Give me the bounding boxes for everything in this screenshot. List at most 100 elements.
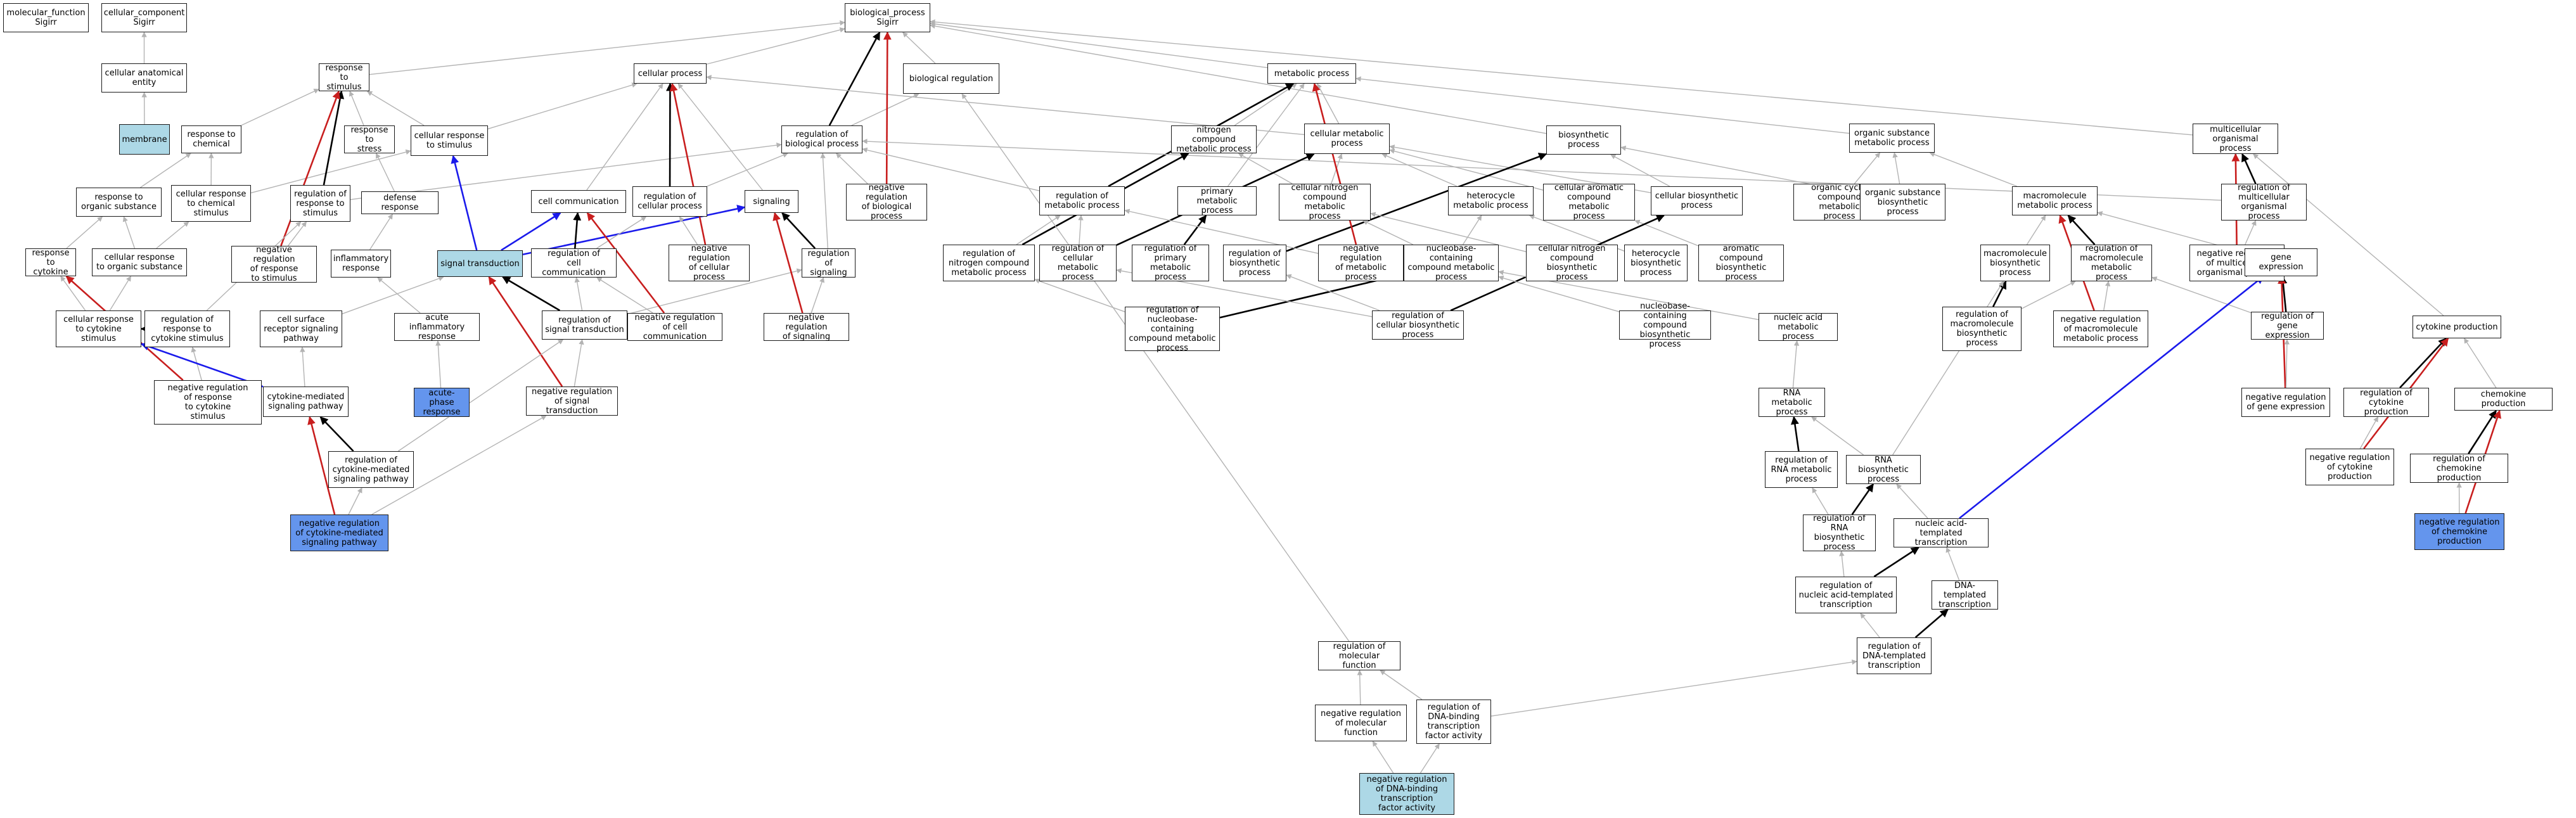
term-node-natt[interactable]: nucleic acid-templated transcription [1894, 518, 1989, 547]
term-node-signaling[interactable]: signaling [745, 190, 798, 213]
term-node-nrcc[interactable]: negative regulation of cell communicatio… [627, 313, 722, 342]
term-node-rmop[interactable]: regulation of multicellular organismal p… [2221, 183, 2307, 221]
term-node-nrsig[interactable]: negative regulation of signaling [764, 313, 849, 342]
term-node-nrmmp[interactable]: negative regulation of macromolecule met… [2053, 310, 2148, 347]
term-node-cncmp[interactable]: cellular nitrogen compound metabolic pro… [1279, 183, 1371, 221]
term-node-macbio[interactable]: macromolecule biosynthetic process [1980, 245, 2050, 281]
term-node-acutephase[interactable]: acute-phase response [414, 388, 470, 417]
term-node-sigtrans[interactable]: signal transduction [437, 250, 523, 277]
term-node-rtc[interactable]: response to chemical [181, 125, 241, 153]
term-node-rrnabio[interactable]: regulation of RNA biosynthetic process [1803, 514, 1876, 552]
term-node-hetmet[interactable]: heterocycle metabolic process [1448, 186, 1534, 215]
term-node-crtos[interactable]: cellular response to organic substance [92, 248, 187, 276]
edge-part-of-cmsp-to-crtcyt [140, 342, 264, 388]
term-node-cmp[interactable]: cellular metabolic process [1304, 124, 1390, 154]
term-node-nrge[interactable]: negative regulation of gene expression [2241, 388, 2330, 417]
term-node-rcytprod[interactable]: regulation of cytokine production [2343, 388, 2429, 417]
term-node-macromet[interactable]: macromolecule metabolic process [2012, 186, 2098, 215]
term-node-nrdbtfa[interactable]: negative regulation of DNA-binding trans… [1359, 773, 1454, 815]
term-node-inflam[interactable]: inflammatory response [331, 250, 391, 278]
term-node-rpmp[interactable]: regulation of primary metabolic process [1132, 244, 1209, 282]
term-node-rrnamet[interactable]: regulation of RNA metabolic process [1765, 451, 1838, 488]
term-node-biosyn[interactable]: biosynthetic process [1546, 125, 1621, 155]
term-node-bioreg[interactable]: biological regulation [903, 63, 999, 94]
term-node-crtcyt[interactable]: cellular response to cytokine stimulus [56, 310, 141, 347]
term-node-chemprod[interactable]: chemokine production [2454, 388, 2553, 411]
term-node-cacmp[interactable]: cellular aromatic compound metabolic pro… [1543, 183, 1635, 221]
term-node-rnamet[interactable]: RNA metabolic process [1759, 388, 1825, 417]
edge-is-a-rnbcmp-to-rncmp [1034, 278, 1125, 312]
term-node-nrmp[interactable]: negative regulation of metabolic process [1318, 244, 1404, 282]
term-node-rnatt[interactable]: regulation of nucleic acid-templated tra… [1795, 577, 1897, 613]
term-node-multi[interactable]: multicellular organismal process [2193, 124, 2278, 154]
term-node-rrs[interactable]: regulation of response to stimulus [290, 185, 350, 222]
term-node-rbp[interactable]: regulation of biological process [781, 125, 862, 153]
term-node-cbp[interactable]: cellular biosynthetic process [1651, 186, 1743, 215]
term-node-nrcmsp[interactable]: negative regulation of cytokine-mediated… [290, 514, 388, 551]
term-node-rmbp[interactable]: regulation of macromolecule biosynthetic… [1942, 307, 2022, 351]
term-node-rcc[interactable]: regulation of cell communication [531, 248, 617, 278]
term-node-osbp[interactable]: organic substance biosynthetic process [1860, 184, 1945, 220]
term-node-rrtcs[interactable]: regulation of response to cytokine stimu… [144, 310, 230, 347]
term-node-cc[interactable]: cellular_component Sigirr [101, 3, 187, 32]
term-node-rdbtfa[interactable]: regulation of DNA-binding transcription … [1416, 700, 1491, 744]
term-node-nrrs[interactable]: negative regulation of response to stimu… [231, 245, 317, 283]
term-node-rtos[interactable]: response to organic substance [76, 188, 162, 217]
term-node-rge[interactable]: regulation of gene expression [2251, 312, 2324, 340]
term-node-nbccbp[interactable]: nucleobase-containing compound biosynthe… [1619, 302, 1711, 349]
term-node-hetbio[interactable]: heterocycle biosynthetic process [1624, 245, 1688, 281]
term-node-cae[interactable]: cellular anatomical entity [101, 63, 187, 93]
term-node-rtstress[interactable]: response to stress [344, 125, 395, 154]
term-node-rnabio[interactable]: RNA biosynthetic process [1846, 455, 1921, 484]
term-node-crs[interactable]: cellular response to stimulus [411, 125, 488, 156]
term-node-rcp[interactable]: regulation of cellular process [632, 186, 707, 217]
term-node-mf[interactable]: molecular_function Sigirr [3, 3, 89, 32]
term-node-rcmp[interactable]: regulation of cellular metabolic process [1039, 244, 1117, 282]
term-node-rncmp[interactable]: regulation of nitrogen compound metaboli… [943, 245, 1035, 281]
term-node-nam[interactable]: nucleic acid metabolic process [1759, 313, 1838, 342]
term-node-nrchemprod[interactable]: negative regulation of chemokine product… [2414, 513, 2504, 550]
term-node-nrcytprod[interactable]: negative regulation of cytokine producti… [2305, 449, 2394, 485]
term-node-primmet[interactable]: primary metabolic process [1177, 186, 1257, 215]
edge-is-a-nrcmsp-to-rcmsp [348, 487, 362, 515]
term-node-rts[interactable]: response to stimulus [319, 63, 369, 92]
term-node-rchemprod[interactable]: regulation of chemokine production [2410, 454, 2508, 483]
term-node-rmf[interactable]: regulation of molecular function [1318, 641, 1400, 670]
term-node-membrane[interactable]: membrane [119, 124, 170, 155]
term-node-nrcp[interactable]: negative regulation of cellular process [669, 244, 750, 282]
term-node-rmmp[interactable]: regulation of macromolecule metabolic pr… [2071, 244, 2152, 282]
term-node-cellproc[interactable]: cellular process [634, 63, 707, 84]
term-node-rsig[interactable]: regulation of signaling [802, 248, 855, 278]
term-node-nrbp[interactable]: negative regulation of biological proces… [846, 183, 927, 221]
term-node-csrsp[interactable]: cell surface receptor signaling pathway [260, 310, 342, 347]
term-node-cytprod[interactable]: cytokine production [2413, 316, 2501, 338]
term-node-ncm[interactable]: nitrogen compound metabolic process [1171, 125, 1257, 154]
term-node-dtt[interactable]: DNA-templated transcription [1932, 580, 1998, 610]
term-node-rmp[interactable]: regulation of metabolic process [1039, 186, 1125, 215]
term-node-cellcomm[interactable]: cell communication [531, 190, 626, 213]
term-node-metab[interactable]: metabolic process [1267, 63, 1356, 84]
term-node-rdtt[interactable]: regulation of DNA-templated transcriptio… [1857, 637, 1932, 674]
term-node-geneexp[interactable]: gene expression [2245, 248, 2317, 276]
term-node-osm[interactable]: organic substance metabolic process [1849, 124, 1935, 153]
term-node-bp[interactable]: biological_process Sigirr [845, 3, 930, 32]
term-node-rbsp[interactable]: regulation of biosynthetic process [1223, 245, 1286, 281]
edge-regulates-rst-to-sigtrans [502, 276, 561, 312]
term-node-nrrcs[interactable]: negative regulation of response to cytok… [154, 380, 262, 425]
edge-is-a-rts-to-bp [369, 20, 845, 75]
edge-is-a-cmsp-to-csrsp [300, 347, 305, 387]
term-node-rtcyt[interactable]: response to cytokine [25, 248, 76, 277]
term-node-rnbcmp[interactable]: regulation of nucleobase-containing comp… [1125, 305, 1220, 353]
term-node-rcbp[interactable]: regulation of cellular biosynthetic proc… [1372, 310, 1464, 340]
term-node-acbp[interactable]: aromatic compound biosynthetic process [1698, 244, 1784, 282]
term-node-rst[interactable]: regulation of signal transduction [542, 310, 627, 340]
term-node-cncbp[interactable]: cellular nitrogen compound biosynthetic … [1526, 244, 1618, 282]
term-node-cmsp[interactable]: cytokine-mediated signaling pathway [263, 387, 349, 417]
term-node-nrmf[interactable]: negative regulation of molecular functio… [1315, 705, 1407, 741]
term-node-nbcmp[interactable]: nucleobase-containing compound metabolic… [1404, 244, 1499, 282]
term-node-defresp[interactable]: defense response [361, 191, 439, 214]
term-node-rcmsp[interactable]: regulation of cytokine-mediated signalin… [328, 451, 414, 488]
term-node-acuteinf[interactable]: acute inflammatory response [394, 313, 480, 342]
term-node-crcs[interactable]: cellular response to chemical stimulus [171, 185, 251, 222]
term-node-nrst[interactable]: negative regulation of signal transducti… [526, 387, 618, 416]
